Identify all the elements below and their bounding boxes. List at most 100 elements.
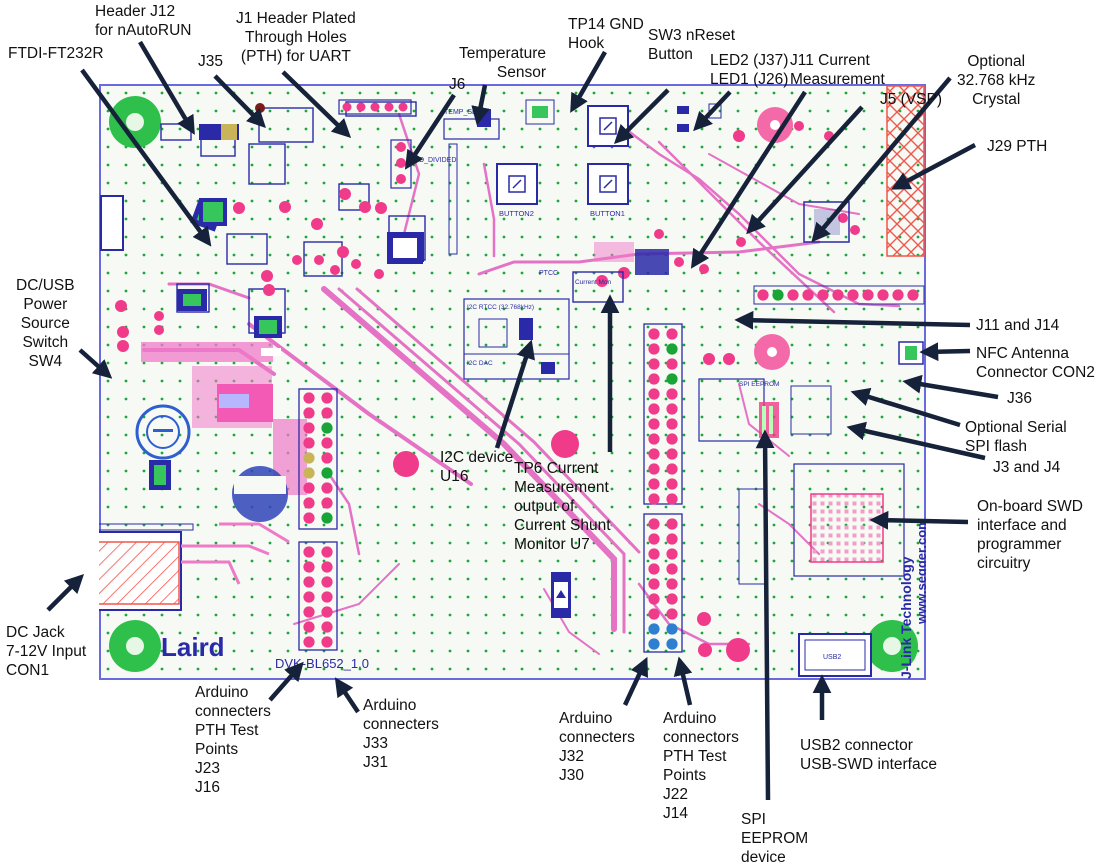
header-pin bbox=[321, 422, 333, 434]
header-pin bbox=[648, 623, 660, 635]
header-pin bbox=[321, 576, 333, 588]
callout-usb2: USB2 connector USB-SWD interface bbox=[800, 737, 937, 773]
header-pin bbox=[321, 636, 333, 648]
arduino-connector-j23 bbox=[298, 388, 338, 530]
callout-dcusb: DC/USB Power Source Switch SW4 bbox=[16, 277, 75, 370]
header-pin bbox=[648, 638, 660, 650]
header-pin bbox=[666, 493, 678, 505]
arduino-pins-right bbox=[648, 328, 678, 650]
header-pin bbox=[321, 392, 333, 404]
header-pin bbox=[321, 407, 333, 419]
header-pin bbox=[303, 497, 315, 509]
mounting-hole bbox=[757, 107, 793, 143]
callout-j36: J36 bbox=[1007, 390, 1032, 407]
header-pin bbox=[303, 591, 315, 603]
header-pin bbox=[666, 418, 678, 430]
nfc-connector-con2 bbox=[898, 341, 924, 365]
header-pin bbox=[817, 289, 829, 301]
header-pins-top-right bbox=[757, 289, 919, 301]
header-pin bbox=[648, 563, 660, 575]
header-pin bbox=[321, 591, 333, 603]
header-pin bbox=[666, 548, 678, 560]
arrow-dc-jack bbox=[46, 573, 85, 612]
header-pin bbox=[303, 467, 315, 479]
callout-j35: J35 bbox=[198, 53, 223, 70]
silk-ptc: PTCC bbox=[539, 270, 558, 277]
tp14-gnd-hook bbox=[525, 99, 555, 125]
header-pin bbox=[303, 561, 315, 573]
header-pin bbox=[303, 621, 315, 633]
header-pin bbox=[666, 518, 678, 530]
header-pin bbox=[321, 452, 333, 464]
header-pin bbox=[648, 433, 660, 445]
callout-spi-eeprom: SPI EEPROM device bbox=[741, 811, 809, 866]
header-pin bbox=[648, 448, 660, 460]
silk-button1: BUTTON1 bbox=[590, 209, 625, 218]
sw3-nreset-button bbox=[587, 105, 629, 147]
callout-j12: Header J12 for nAutoRUN bbox=[95, 3, 192, 39]
header-pin bbox=[802, 289, 814, 301]
header-pin bbox=[303, 546, 315, 558]
header-pin bbox=[648, 358, 660, 370]
header-pin bbox=[666, 593, 678, 605]
header-pin bbox=[648, 518, 660, 530]
callout-crystal: Optional 32.768 kHz Crystal bbox=[957, 53, 1036, 108]
header-pin bbox=[303, 407, 315, 419]
header-pin bbox=[321, 546, 333, 558]
header-pin bbox=[772, 289, 784, 301]
board-name: DVK-BL652_1.0 bbox=[275, 656, 369, 671]
silk-spi-eeprom: SPI EEPROM bbox=[739, 381, 779, 388]
usb1-connector bbox=[100, 195, 124, 251]
mounting-hole bbox=[109, 620, 161, 672]
silk-temp-sens: TEMP_SENS bbox=[444, 109, 487, 116]
callout-tp6: TP6 Current Measurement output of Curren… bbox=[514, 460, 611, 553]
header-pin bbox=[648, 463, 660, 475]
header-pin bbox=[847, 289, 859, 301]
callout-ftdi: FTDI-FT232R bbox=[8, 45, 104, 62]
silk-jlink-url: www.segger.com bbox=[914, 518, 926, 625]
regulator-block bbox=[387, 143, 458, 264]
silk-i2c-dac: I2C DAC bbox=[467, 360, 493, 367]
header-pin bbox=[666, 448, 678, 460]
header-pin bbox=[666, 328, 678, 340]
callout-j11-current: J11 Current Measurement bbox=[790, 52, 885, 88]
header-pin bbox=[648, 403, 660, 415]
header-pin bbox=[303, 392, 315, 404]
header-pin bbox=[321, 482, 333, 494]
header-pin bbox=[303, 437, 315, 449]
callout-j5: J5 (VSP) bbox=[880, 91, 943, 108]
usb2-connector: USB2 bbox=[798, 633, 872, 677]
header-pin bbox=[666, 403, 678, 415]
header-pin bbox=[666, 623, 678, 635]
callout-arduino-pth-left: Arduino connecters PTH Test Points J23 J… bbox=[195, 684, 271, 796]
header-pin bbox=[648, 548, 660, 560]
headers-j3-j4 bbox=[790, 385, 832, 435]
header-pin bbox=[321, 512, 333, 524]
callout-j29: J29 PTH bbox=[987, 138, 1048, 155]
current-measurement: Current Mon PTCC bbox=[539, 242, 669, 303]
header-pin bbox=[648, 533, 660, 545]
header-pin bbox=[321, 497, 333, 509]
callout-swd: On-board SWD interface and programmer ci… bbox=[977, 498, 1083, 572]
button2-sw: BUTTON2 bbox=[496, 163, 538, 218]
j29-pth-hatch bbox=[886, 85, 925, 257]
header-pin bbox=[303, 636, 315, 648]
header-pin bbox=[666, 533, 678, 545]
laird-logo: Laird bbox=[161, 632, 225, 662]
header-pin bbox=[648, 493, 660, 505]
mounting-hole bbox=[754, 334, 790, 370]
callout-tp14: TP14 GND Hook bbox=[568, 16, 644, 52]
header-pin bbox=[303, 576, 315, 588]
header-pin bbox=[648, 478, 660, 490]
header-pin bbox=[666, 638, 678, 650]
callout-sw3: SW3 nReset Button bbox=[648, 27, 736, 63]
silk-current-mon: Current Mon bbox=[575, 279, 612, 286]
jack-traces bbox=[181, 522, 290, 585]
callout-arduino-j32: Arduino connecters J32 J30 bbox=[559, 710, 635, 784]
header-pin bbox=[321, 437, 333, 449]
header-pin bbox=[321, 606, 333, 618]
header-pin bbox=[321, 467, 333, 479]
button1-sw: BUTTON1 bbox=[587, 163, 629, 218]
callout-j11-j14: J11 and J14 bbox=[976, 317, 1060, 334]
